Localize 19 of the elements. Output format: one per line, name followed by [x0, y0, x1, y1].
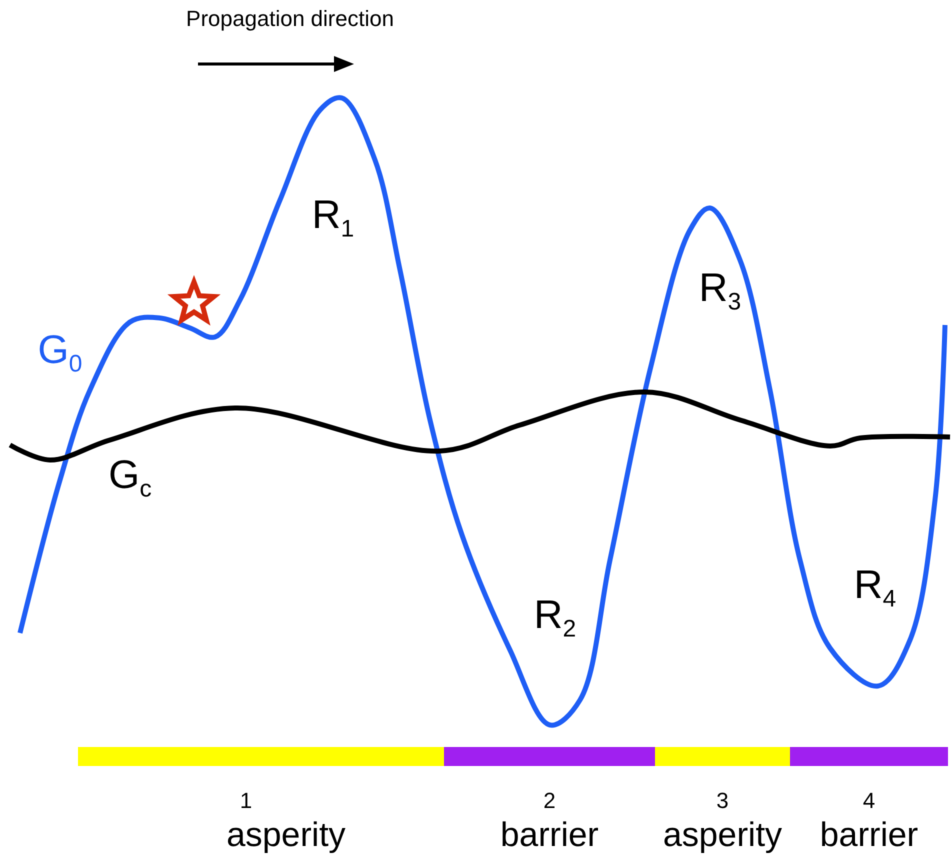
curve-label: R$_{2}$: [534, 595, 576, 642]
curve-label: G$_{c}$: [108, 455, 152, 502]
segment-number: 3: [716, 790, 729, 812]
curve-label: G$_{0}$: [38, 330, 82, 376]
segment-bar: [655, 747, 790, 766]
curve-label: R$_{1}$: [312, 195, 354, 242]
segment-bar: [790, 747, 948, 766]
segment-number: 1: [240, 790, 252, 812]
segment-bar: [78, 747, 444, 766]
curve-label: R$_{3}$: [698, 268, 742, 314]
segment-bar: [444, 747, 655, 766]
direction-label: Propagation direction: [186, 8, 394, 30]
segment-number: 2: [543, 790, 556, 812]
segment-number: 4: [862, 790, 876, 812]
segment-label: barrier: [500, 818, 599, 852]
segment-label: barrier: [820, 818, 918, 852]
segment-label: asperity: [662, 818, 782, 852]
segment-label: asperity: [226, 818, 346, 852]
curve-label: R$_{4}$: [854, 565, 896, 612]
